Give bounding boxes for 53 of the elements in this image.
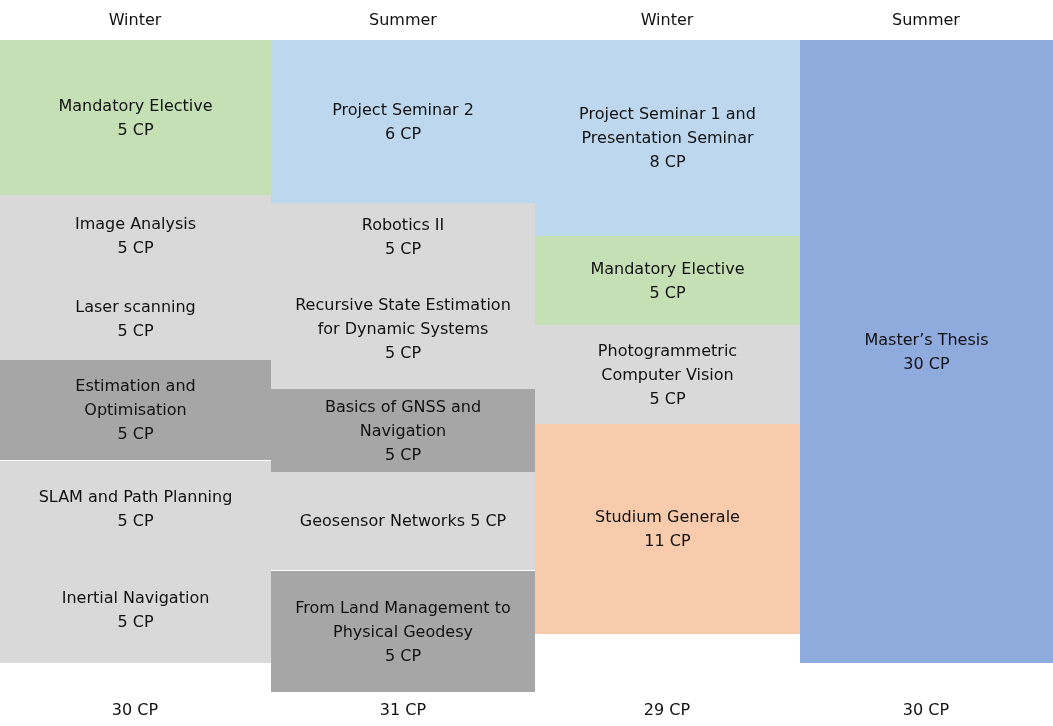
module-name: Robotics II: [361, 213, 445, 236]
module-block: [271, 472, 535, 570]
module-block: [535, 424, 800, 634]
credit-points: 11 CP: [644, 530, 691, 552]
semester-label: Winter: [107, 10, 163, 29]
module-name: Mandatory Elective: [58, 94, 213, 117]
semester-label: Summer: [891, 10, 961, 29]
credit-points: 30 CP: [903, 352, 950, 375]
module-name: Basics of GNSS and Navigation: [323, 395, 483, 442]
module-name: Laser scanning: [75, 295, 196, 318]
credit-points: 5 CP: [117, 610, 154, 633]
module-name: Estimation and Optimisation: [74, 375, 197, 421]
module-name: Project Seminar 2: [332, 98, 474, 121]
credit-points: 6 CP: [384, 122, 422, 145]
credit-points: 5 CP: [649, 387, 686, 410]
credit-points: 5 CP: [384, 443, 422, 466]
module-block: [800, 40, 1053, 663]
credit-points: 5 CP: [117, 237, 154, 259]
module-name: Recursive State Estimation for Dynamic Systems: [294, 294, 512, 340]
credit-points: 5 CP: [117, 510, 154, 532]
module-name: Master’s Thesis: [864, 328, 989, 351]
module-block: [535, 236, 800, 325]
credit-total: 31 CP: [378, 700, 428, 719]
module-block: [271, 389, 535, 472]
credit-points: 5 CP: [384, 342, 422, 364]
module-name: Photogrammetric Computer Vision: [596, 339, 739, 386]
module-block: [535, 325, 800, 424]
module-name: Image Analysis: [74, 213, 197, 235]
module-block: [0, 40, 271, 195]
semester-label: Winter: [639, 10, 695, 29]
module-name: From Land Management to Physical Geodesy: [294, 596, 512, 643]
module-block: [0, 556, 271, 663]
module-block: [271, 40, 535, 203]
module-name: Inertial Navigation: [61, 586, 210, 609]
credit-points: 5 CP: [384, 237, 422, 260]
credit-points: 5 CP: [649, 281, 686, 304]
credit-points: 5 CP: [384, 644, 422, 667]
module-name: Studium Generale: [595, 506, 740, 528]
semester-label: Summer: [368, 10, 438, 29]
module-block: [271, 571, 535, 692]
module-block: [535, 40, 800, 236]
module-name: Geosensor Networks 5 CP: [299, 510, 507, 532]
credit-total: 29 CP: [642, 700, 692, 719]
module-name: Project Seminar 1 and Presentation Seminar: [578, 103, 757, 149]
credit-points: 8 CP: [649, 151, 686, 173]
credit-total: 30 CP: [901, 700, 951, 719]
credit-points: 5 CP: [117, 118, 154, 141]
module-name: Mandatory Elective: [590, 257, 745, 280]
credit-points: 5 CP: [117, 423, 154, 445]
module-name: SLAM and Path Planning: [38, 486, 233, 508]
credit-total: 30 CP: [110, 700, 160, 719]
credit-points: 5 CP: [117, 319, 154, 342]
module-block: [0, 360, 271, 460]
